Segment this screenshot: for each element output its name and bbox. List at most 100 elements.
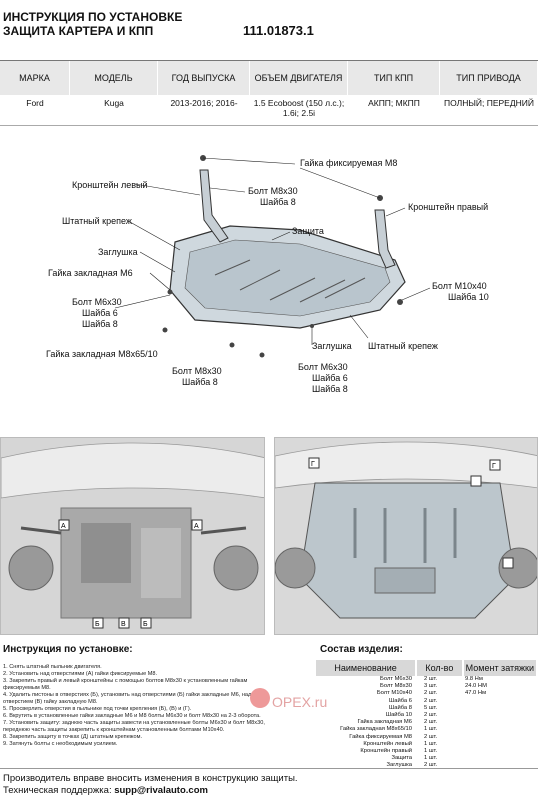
components-cell: 1 шт. <box>424 726 438 733</box>
components-cell: 2 шт. <box>424 719 438 726</box>
components-table: Наименование Кол-во Момент затяжки Болт … <box>316 660 538 769</box>
exploded-diagram: Гайка фиксируемая М8 Кронштейн левый Бол… <box>0 140 538 430</box>
label-bolt-m8x30-a: Болт М8х30 <box>248 186 298 196</box>
components-cell <box>461 734 534 741</box>
marker-b-right <box>140 617 152 629</box>
components-row: Болт М10х40 2 шт. 47.0 Нм <box>316 690 538 697</box>
label-washer-8-a: Шайба 8 <box>260 197 296 207</box>
spec-cell: 2013-2016; 2016- <box>170 98 238 108</box>
label-washer-6-a: Шайба 6 <box>82 308 118 318</box>
components-cell: Гайка закладная М6 <box>357 719 412 726</box>
components-cell <box>461 726 534 733</box>
components-header-row: Наименование Кол-во Момент затяжки <box>316 660 538 676</box>
components-cell <box>461 712 534 719</box>
components-cell: 5 шт. <box>424 704 438 711</box>
spec-header-cell: ТИП ПРИВОДА <box>440 61 538 95</box>
components-cell <box>461 719 534 726</box>
guard-rib <box>214 259 251 276</box>
components-cell: 2 шт. <box>424 711 438 718</box>
leader-lines <box>114 157 431 345</box>
guard-rib <box>269 277 316 301</box>
components-cell: Болт М6х30 <box>380 676 412 682</box>
components-cell <box>461 741 534 748</box>
marker-text: А <box>194 523 199 530</box>
spec-header-cell: ОБЪЕМ ДВИГАТЕЛЯ <box>250 61 348 95</box>
guard-rib <box>324 277 366 299</box>
components-row: Кронштейн правый 1 шт. <box>316 748 538 755</box>
doc-subtitle: ЗАЩИТА КАРТЕРА И КПП <box>3 24 154 38</box>
components-header-cell: Кол-во <box>417 660 462 676</box>
label-washer-8-b: Шайба 8 <box>82 319 118 329</box>
guard-rib <box>239 269 281 291</box>
components-cell: 3 шт. <box>424 683 438 690</box>
doc-title: ИНСТРУКЦИЯ ПО УСТАНОВКЕ <box>3 10 183 24</box>
components-cell: 1 шт. <box>424 747 438 754</box>
components-cell: 2 шт. <box>424 733 438 740</box>
instruction-step: 9. Затянуть болты с необходимым усилием. <box>3 741 118 747</box>
marker-b-left <box>92 617 104 629</box>
guard-plate-inner <box>184 239 391 317</box>
components-cell: Кронштейн левый <box>363 740 412 747</box>
footer-divider <box>0 768 538 769</box>
components-cell: 2 шт. <box>424 690 438 697</box>
spec-data-row: Ford Kuga 2013-2016; 2016- 1.5 Ecoboost … <box>0 95 538 126</box>
marker-a-left <box>58 519 70 531</box>
components-cell: 9.8 Нм <box>465 676 483 682</box>
components-cell: 47.0 Нм <box>465 690 487 697</box>
label-washer-10: Шайба 10 <box>448 292 489 302</box>
spec-cell: Ford <box>26 98 44 108</box>
nut-m6 <box>167 289 173 295</box>
label-washer-6-b: Шайба 6 <box>312 373 348 383</box>
vehicle-spec-table: МАРКА МОДЕЛЬ ГОД ВЫПУСКА ОБЪЕМ ДВИГАТЕЛЯ… <box>0 60 538 126</box>
label-bracket-right: Кронштейн правый <box>408 202 489 212</box>
components-header-cell: Наименование <box>316 660 416 676</box>
spec-header-cell: МАРКА <box>0 61 70 95</box>
instruction-step: 5. Просверлить отверстия в пыльнике под … <box>3 706 192 712</box>
label-bolt-m8x30-b: Болт М8х30 <box>172 366 222 376</box>
marker-v <box>118 617 130 629</box>
components-cell: Болт М10х40 <box>376 690 412 697</box>
components-cell: Защита <box>391 755 412 762</box>
components-cell: Гайка закладная М8х65/10 <box>340 726 412 733</box>
marker-d-right <box>470 475 482 487</box>
guard-rib <box>299 279 346 303</box>
spec-header-cell: ГОД ВЫПУСКА <box>158 61 250 95</box>
photo-left-drawing: А А Б В Б <box>1 438 264 634</box>
spec-header-cell: ТИП КПП <box>348 61 440 95</box>
label-std-mount-left: Штатный крепеж <box>62 216 132 226</box>
product-code: 111.01873.1 <box>243 23 314 38</box>
instruction-step: переднюю часть защиты закрепить к кроншт… <box>3 727 225 733</box>
components-cell: 2 шт. <box>424 676 438 682</box>
spec-cell: АКПП; МКПП <box>368 98 420 108</box>
instruction-step: 1. Снять штатный пыльник двигателя. <box>3 664 102 670</box>
components-cell <box>461 755 534 762</box>
watermark-text: ОРЕХ.ru <box>272 694 328 710</box>
label-plug-left: Заглушка <box>98 247 138 257</box>
footer-disclaimer: Производитель вправе вносить изменения в… <box>3 773 298 784</box>
label-nut-fixed-m8: Гайка фиксируемая М8 <box>300 158 398 168</box>
bracket-left-shape <box>199 169 229 243</box>
photo-underbody-without-guard: А А Б В Б <box>0 437 265 635</box>
components-row: Болт М6х30 2 шт. 9.8 Нм <box>316 676 538 683</box>
components-cell <box>461 705 534 712</box>
label-washer-8-d: Шайба 8 <box>312 384 348 394</box>
components-cell: Заглушка <box>386 762 412 769</box>
support-email-link[interactable]: supp@rivalauto.com <box>114 785 208 796</box>
components-cell: 1 шт. <box>424 740 438 747</box>
nut-m8x65 <box>162 327 168 333</box>
instructions-list: 1. Снять штатный пыльник двигателя. 2. У… <box>3 664 298 748</box>
marker-text: Г <box>311 461 315 468</box>
spec-header-row: МАРКА МОДЕЛЬ ГОД ВЫПУСКА ОБЪЕМ ДВИГАТЕЛЯ… <box>0 61 538 95</box>
components-cell <box>461 698 534 705</box>
components-cell: Кронштейн правый <box>360 747 412 754</box>
spec-cell: Kuga <box>104 98 124 108</box>
instruction-step: 7. Установить защиту: заднюю часть защит… <box>3 720 265 726</box>
components-cell: Болт М8х30 <box>380 683 412 690</box>
instruction-step: 6. Вкрутить в установленные гайки заклад… <box>3 713 261 719</box>
